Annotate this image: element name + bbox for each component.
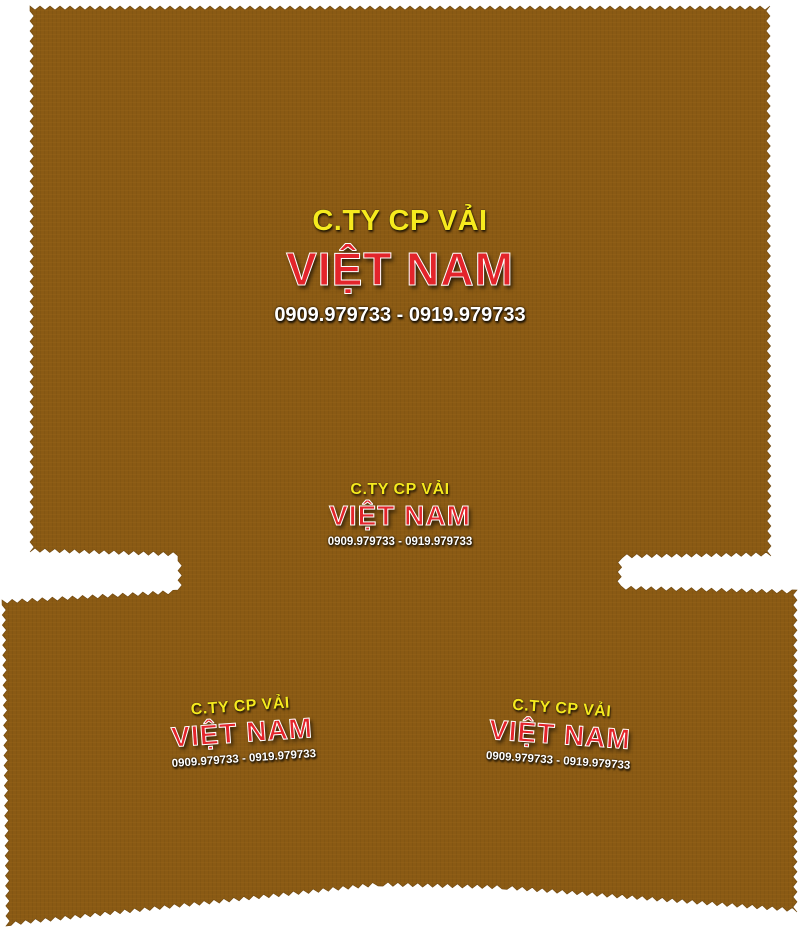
brand-name: VIỆT NAM — [329, 500, 471, 532]
phone-numbers: 0909.979733 - 0919.979733 — [274, 304, 526, 326]
phone-numbers: 0909.979733 - 0919.979733 — [327, 536, 473, 548]
cloth-outline — [1, 5, 798, 927]
company-name: C.TY CP VẢI — [312, 205, 488, 237]
logo-label-center: C.TY CP VẢI VIỆT NAM 0909.979733 - 0919.… — [290, 481, 510, 548]
logo-label-large: C.TY CP VẢI VIỆT NAM 0909.979733 - 0919.… — [190, 205, 610, 327]
company-name: C.TY CP VẢI — [350, 481, 450, 498]
brand-name: VIỆT NAM — [286, 243, 514, 296]
